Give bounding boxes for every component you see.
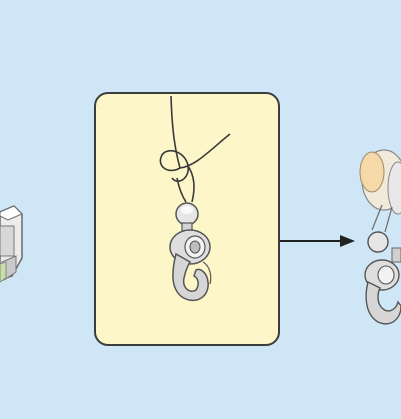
previous-step-assembly-icon — [0, 206, 22, 282]
string-icon — [160, 96, 230, 202]
hook-icon — [170, 203, 211, 300]
next-step-assembly-icon — [360, 150, 401, 324]
arrow-right-icon — [280, 235, 355, 247]
